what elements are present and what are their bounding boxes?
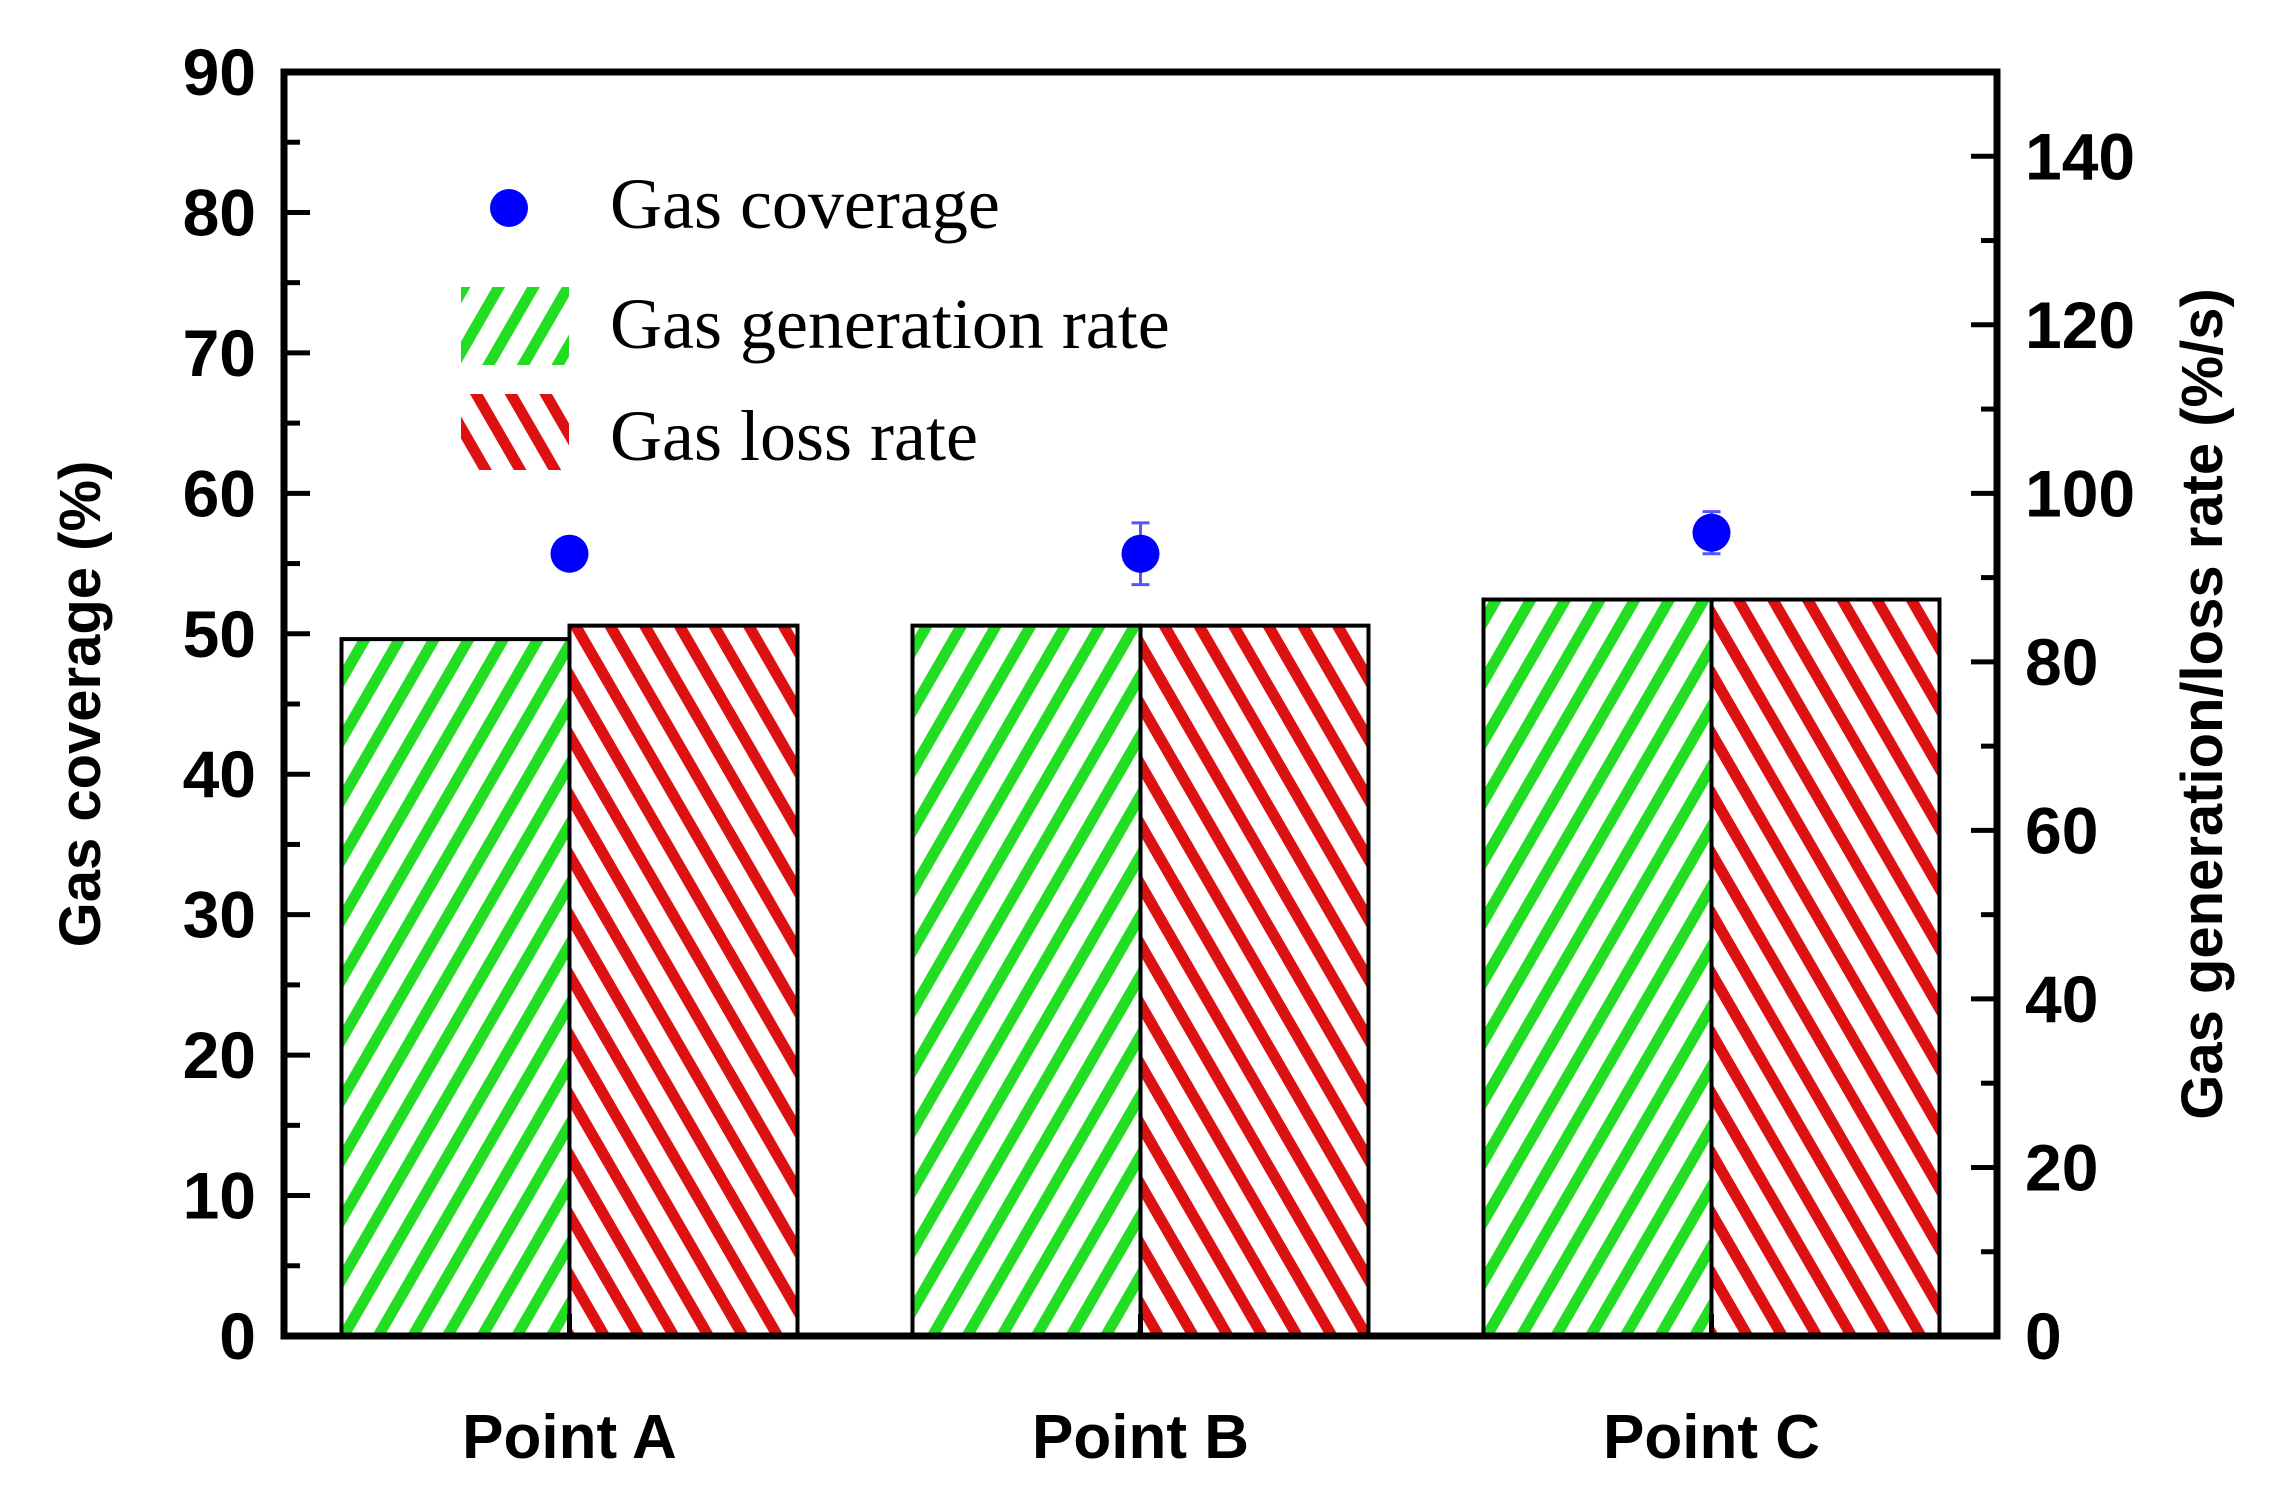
left-tick-label: 40 [183,737,256,811]
left-tick-label: 0 [219,1299,256,1373]
legend-label-gas-coverage: Gas coverage [610,164,1000,244]
bar-gas-generation-rate [910,623,1143,1338]
left-tick-label: 80 [183,175,256,249]
bar-gas-loss-rate [567,623,800,1338]
legend-marker-gas-coverage [490,189,528,227]
right-tick-label: 100 [2025,456,2135,530]
right-tick-label: 140 [2025,119,2135,193]
left-tick-label: 20 [183,1018,256,1092]
ticks: Point A Point B Point C 0 10 20 30 40 50 60 70 80 90… [183,35,2136,1472]
x-tick-label: Point A [462,1403,677,1472]
data-point-gas-coverage [1121,534,1160,573]
right-tick-label: 20 [2025,1130,2098,1204]
right-tick-label: 60 [2025,793,2098,867]
right-tick-label: 40 [2025,962,2098,1036]
data-point-gas-coverage [1692,513,1731,552]
x-tick-label: Point C [1603,1403,1820,1472]
data-point-gas-coverage [550,534,589,573]
bar-gas-generation-rate [339,637,572,1338]
legend: Gas coverage Gas generation rate Gas los… [461,164,1170,476]
left-tick-label: 10 [183,1159,256,1233]
bar-gas-loss-rate [1709,597,1942,1338]
left-axis-label: Gas coverage (%) [48,461,113,948]
left-tick-label: 90 [183,35,256,109]
bars [339,597,1942,1338]
left-tick-label: 30 [183,878,256,952]
legend-swatch-gas-loss-rate [461,394,569,470]
legend-label-gas-generation-rate: Gas generation rate [610,284,1170,364]
right-tick-label: 0 [2025,1299,2062,1373]
legend-swatch-gas-generation-rate [461,287,569,365]
legend-label-gas-loss-rate: Gas loss rate [610,396,978,476]
right-tick-label: 80 [2025,625,2098,699]
bar-gas-generation-rate [1481,597,1714,1338]
points [550,510,1731,587]
left-tick-label: 60 [183,456,256,530]
left-tick-label: 50 [183,597,256,671]
bar-gas-loss-rate [1138,623,1371,1338]
left-tick-label: 70 [183,316,256,390]
x-tick-label: Point B [1032,1403,1249,1472]
right-tick-label: 120 [2025,288,2135,362]
right-axis-label: Gas generation/loss rate (%/s) [2170,288,2235,1120]
